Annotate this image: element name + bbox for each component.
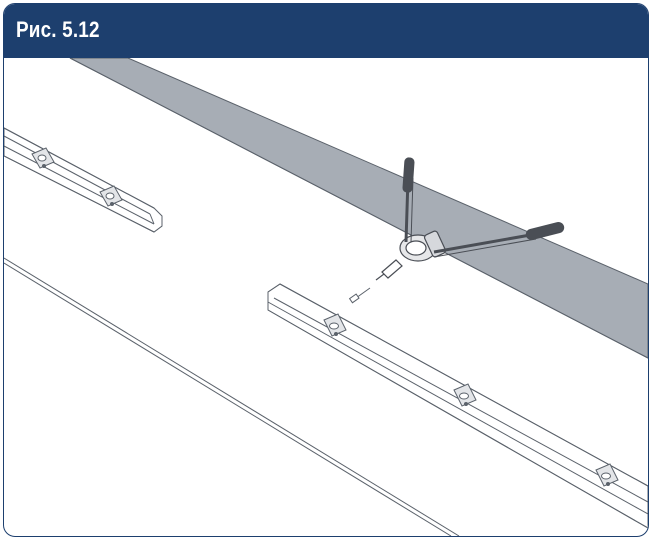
figure-title: Рис. 5.12 [16, 17, 100, 42]
clip [323, 313, 347, 337]
lever-rivet-gun-icon [375, 157, 565, 281]
clip [99, 185, 123, 207]
clip [595, 463, 619, 487]
clip [453, 383, 477, 407]
figure-header: Рис. 5.12 [4, 4, 648, 58]
figure-card: Рис. 5.12 [3, 3, 649, 537]
rivet-icon [348, 287, 371, 304]
profile-channel-right [267, 283, 648, 529]
clip [31, 147, 55, 169]
installation-illustration [4, 58, 648, 536]
panel-edge [4, 257, 460, 536]
profile-channel-left [4, 127, 163, 233]
ceiling-beam [69, 58, 648, 359]
